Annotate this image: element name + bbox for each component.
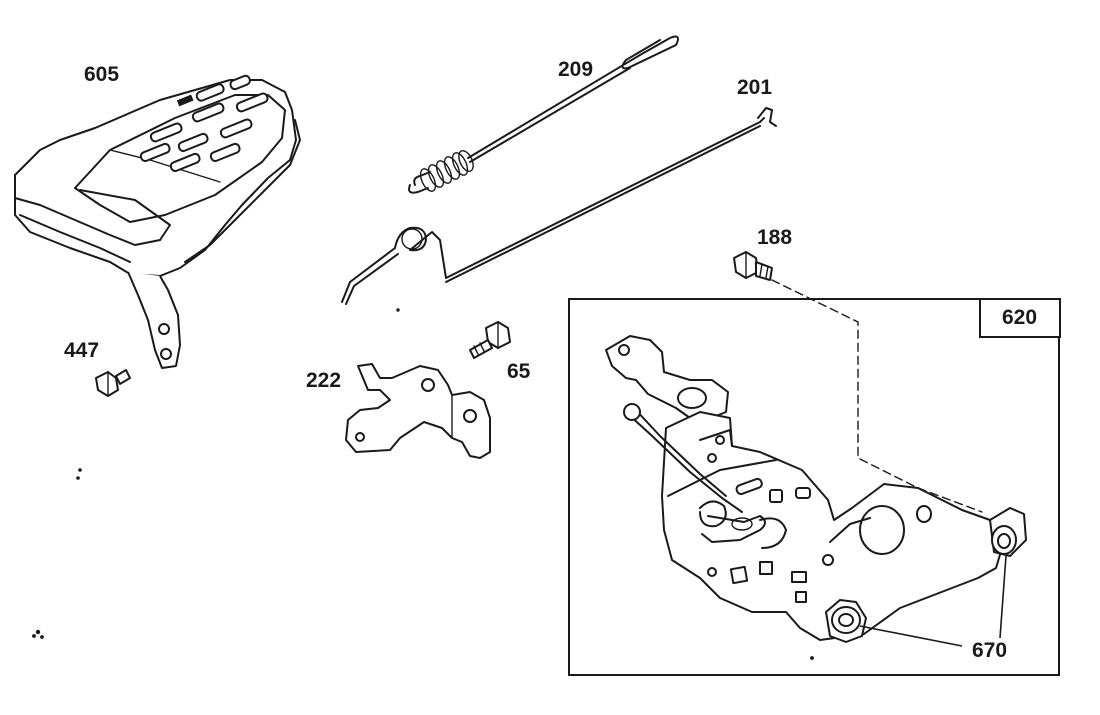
- callout-209: 209: [558, 58, 594, 81]
- part-670-bushings: [825, 507, 1027, 643]
- callout-620: 620: [978, 297, 1061, 338]
- callout-670: 670: [972, 639, 1008, 662]
- callout-201: 201: [737, 76, 773, 99]
- part-201-governor-link: [341, 107, 777, 305]
- scan-speckles: [32, 308, 814, 660]
- part-447-screw: [95, 369, 131, 397]
- assembly-620-box: 620: [568, 297, 1061, 676]
- callout-65: 65: [507, 360, 531, 383]
- spring-coil: [408, 150, 474, 194]
- part-209-spring-link: [408, 35, 679, 194]
- part-222-bracket: [345, 363, 491, 459]
- part-620-control-bracket: [605, 335, 1027, 643]
- callout-222: 222: [306, 369, 342, 392]
- cover-vent-slots: [139, 74, 269, 173]
- callout-447: 447: [64, 339, 100, 362]
- callout-188: 188: [757, 226, 793, 249]
- callout-605: 605: [84, 63, 120, 86]
- part-605-cover: [14, 74, 301, 369]
- part-188-screw: [733, 251, 773, 281]
- part-65-screw: [469, 321, 511, 359]
